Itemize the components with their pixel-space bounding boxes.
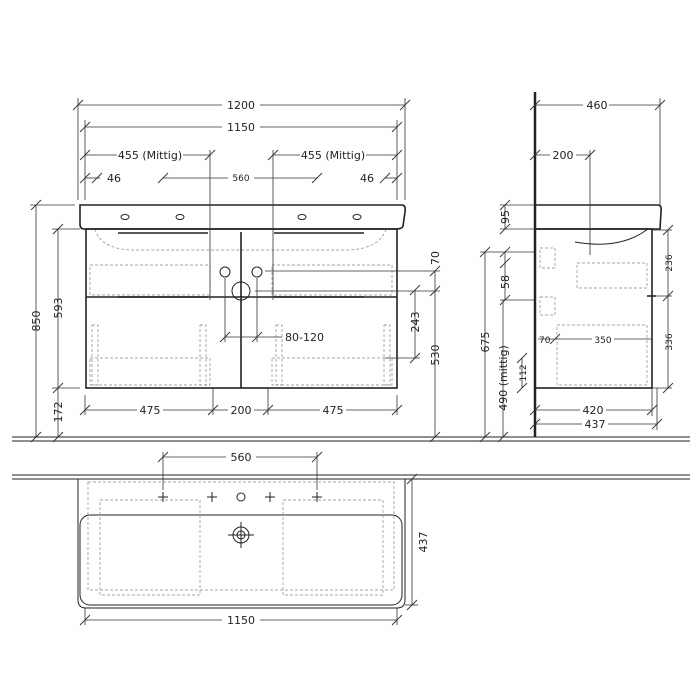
dim-455-left: 455 (Mittig)	[118, 149, 182, 162]
dim-1150: 1150	[227, 121, 255, 134]
dim-1200: 1200	[227, 99, 255, 112]
dim-1150-top: 1150	[227, 614, 255, 627]
basin-top	[77, 479, 406, 609]
front-view: 1200 1150 455 (Mittig) 455 (Mittig) 46 4…	[12, 98, 475, 443]
dim-560: 560	[232, 174, 249, 184]
dim-70: 70	[429, 251, 442, 265]
dim-593: 593	[52, 298, 65, 319]
dim-243: 243	[409, 312, 422, 333]
dim-336: 336	[665, 333, 675, 350]
dim-70-side: 70	[539, 336, 551, 346]
dim-46-right: 46	[360, 172, 374, 185]
dim-460: 460	[587, 99, 608, 112]
dim-112: 112	[519, 364, 529, 381]
dim-200-side: 200	[553, 149, 574, 162]
basin-side	[535, 204, 662, 230]
dim-95: 95	[499, 210, 512, 224]
dim-530: 530	[429, 345, 442, 366]
dim-455-right: 455 (Mittig)	[301, 149, 365, 162]
dim-80-120: 80-120	[285, 331, 324, 344]
dim-437-side: 437	[585, 418, 606, 431]
dim-675: 675	[479, 332, 492, 353]
dim-437-top: 437	[417, 532, 430, 553]
dim-58: 58	[499, 275, 512, 289]
dim-172: 172	[52, 402, 65, 423]
dim-420: 420	[583, 404, 604, 417]
dim-490-mittig: 490 (mittig)	[497, 345, 510, 411]
dim-236: 236	[665, 254, 675, 271]
dim-475-left: 475	[140, 404, 161, 417]
dim-200: 200	[231, 404, 252, 417]
cabinet-side	[534, 228, 653, 389]
dim-850: 850	[30, 311, 43, 332]
dim-560-top: 560	[231, 451, 252, 464]
side-view: 460 200 95 58 675 490 (mittig) 112 236 3…	[470, 92, 690, 443]
dim-46-left: 46	[107, 172, 121, 185]
dim-350: 350	[594, 336, 611, 346]
top-view: 560 437 1150	[12, 450, 690, 627]
basin-front	[79, 204, 406, 230]
dim-475-right: 475	[323, 404, 344, 417]
